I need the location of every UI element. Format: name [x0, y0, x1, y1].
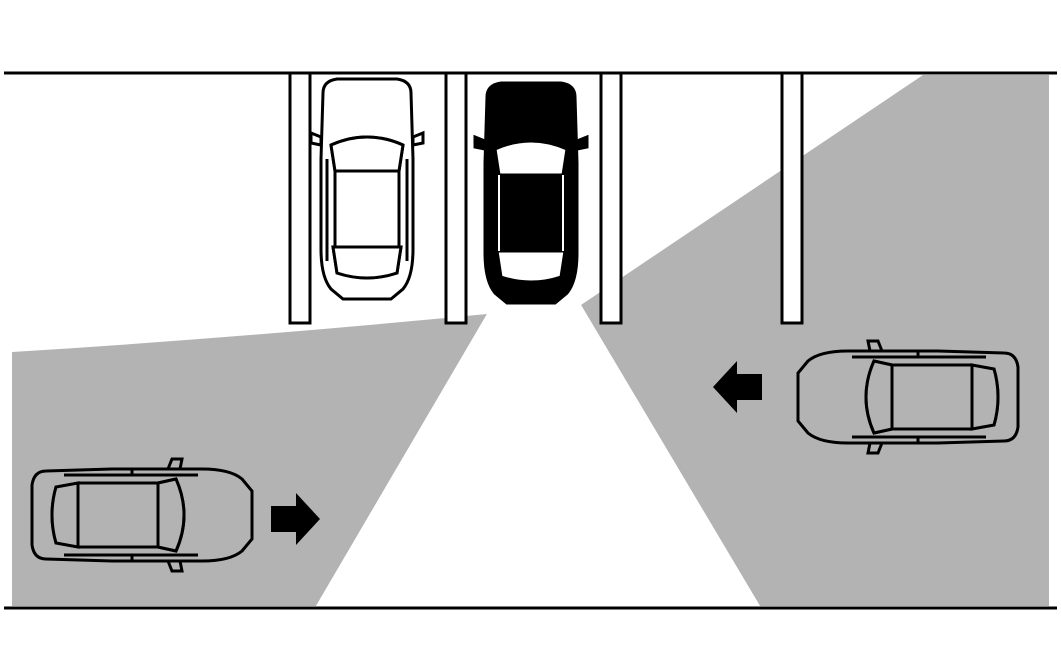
parking-separator-1	[288, 71, 312, 325]
right-detection-zone	[581, 75, 1049, 606]
arrow-left-icon	[713, 361, 762, 413]
parking-separator-2	[444, 71, 468, 325]
own-vehicle	[473, 81, 589, 305]
parked-vehicle	[309, 77, 425, 301]
parking-separator-3	[599, 71, 623, 325]
left-approaching-vehicle	[30, 457, 254, 573]
rear-view-lane	[316, 305, 760, 606]
arrow-right-icon	[271, 493, 320, 545]
right-approaching-vehicle	[796, 339, 1020, 455]
parking-separator-4	[780, 71, 804, 325]
